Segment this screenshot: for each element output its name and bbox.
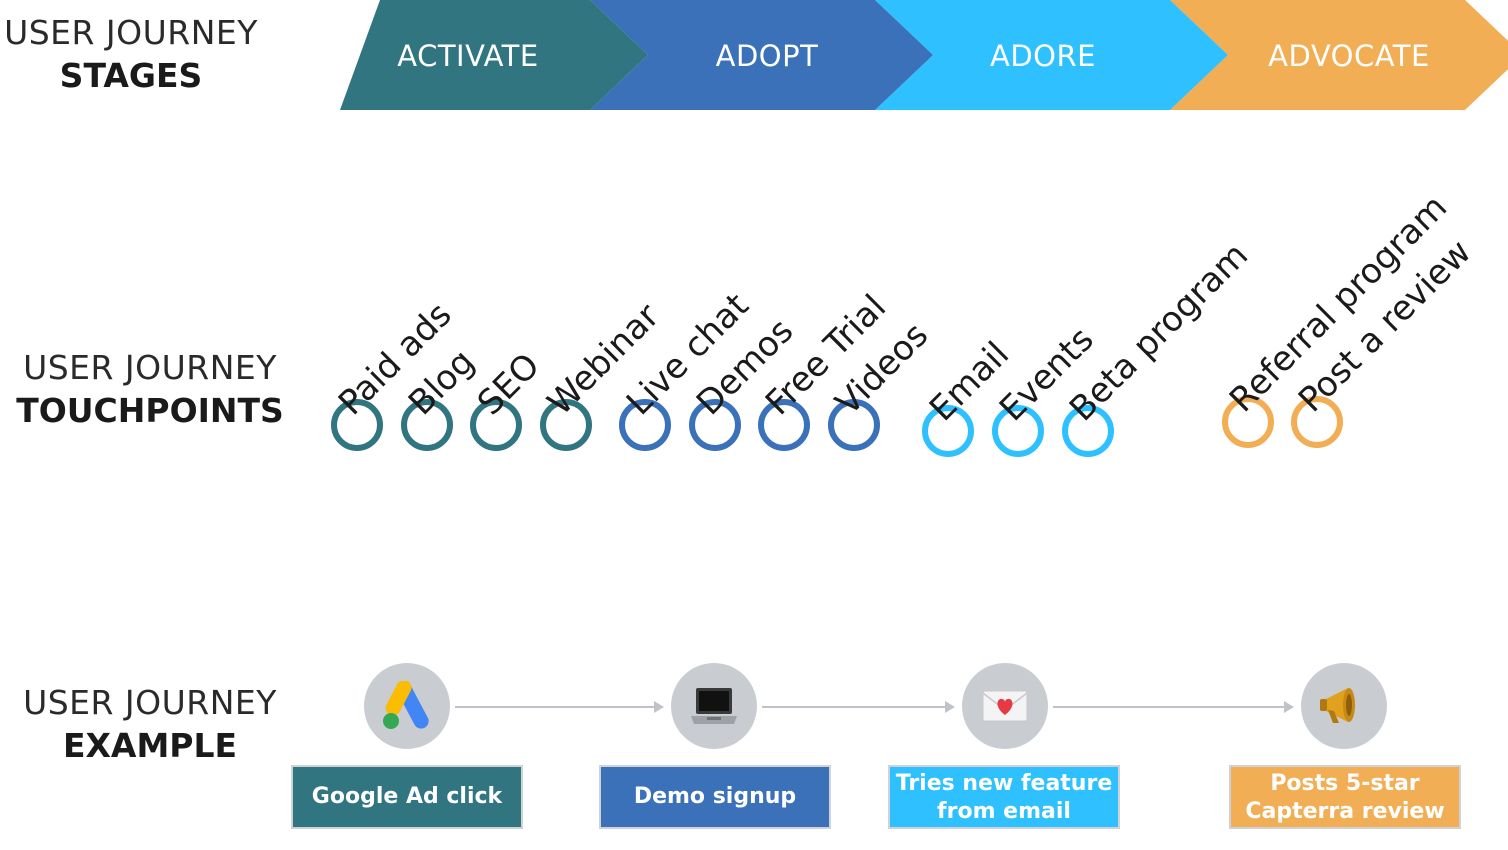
- stage-chevron-activate: [340, 0, 648, 110]
- example-flow-arrow: [1053, 701, 1294, 713]
- touchpoint-circle: [689, 399, 741, 451]
- example-step-icon-circle: [1301, 663, 1387, 749]
- stages-row-label: USER JOURNEY STAGES: [0, 12, 262, 98]
- megaphone-icon: [1318, 683, 1370, 729]
- touchpoint-circle: [758, 399, 810, 451]
- touchpoint-circle: [1062, 405, 1114, 457]
- touchpoints-row-label-line1: USER JOURNEY: [23, 348, 277, 387]
- touchpoints-row-label-line2: TOUCHPOINTS: [16, 390, 284, 430]
- example-row-label: USER JOURNEY EXAMPLE: [14, 682, 286, 768]
- example-row-label-line2: EXAMPLE: [62, 725, 238, 765]
- example-step-icon-circle: [364, 663, 450, 749]
- touchpoint-circle: [922, 405, 974, 457]
- touchpoint-circle: [828, 399, 880, 451]
- touchpoint-circle: [331, 399, 383, 451]
- example-step-icon-circle: [962, 663, 1048, 749]
- stages-row-label-line2: STAGES: [59, 55, 203, 95]
- touchpoint-label: Beta program: [1062, 235, 1257, 430]
- touchpoint-circle: [992, 405, 1044, 457]
- google-ads-icon: [379, 681, 435, 731]
- stage-banner: ACTIVATE ADOPT ADORE ADVOCATE: [340, 0, 1508, 110]
- touchpoint-circle: [1291, 396, 1343, 448]
- stage-label-activate: ACTIVATE: [397, 39, 538, 73]
- example-step-text-line1: Tries new feature: [895, 771, 1113, 796]
- example-step-text-line2: Capterra review: [1245, 798, 1445, 824]
- stage-label-adopt: ADOPT: [716, 39, 819, 73]
- example-flow-arrow: [455, 701, 664, 713]
- touchpoint-circle: [401, 399, 453, 451]
- example-step-box: Google Ad click: [291, 765, 523, 829]
- example-flow-arrow: [762, 701, 955, 713]
- example-step-icon-circle: [671, 663, 757, 749]
- example-step-text-line2: from email: [937, 798, 1071, 824]
- stage-chevron-adore: [875, 0, 1228, 110]
- example-step-text-line1: Posts 5-star: [1270, 771, 1420, 796]
- example-step-text-line1: Demo signup: [633, 784, 797, 810]
- stage-chevron-adopt: [590, 0, 933, 110]
- love-letter-icon: [981, 688, 1029, 724]
- example-step-box: Demo signup: [599, 765, 831, 829]
- touchpoint-circle: [540, 399, 592, 451]
- touchpoints-row-label: USER JOURNEY TOUCHPOINTS: [14, 347, 286, 433]
- touchpoint-circle: [619, 399, 671, 451]
- stages-row-label-line1: USER JOURNEY: [4, 13, 258, 52]
- example-row-label-line1: USER JOURNEY: [23, 683, 277, 722]
- touchpoint-circle: [1222, 396, 1274, 448]
- example-step-text-line1: Google Ad click: [311, 784, 503, 810]
- stage-chevron-advocate: [1170, 0, 1508, 110]
- stage-label-advocate: ADVOCATE: [1268, 39, 1430, 73]
- laptop-icon: [689, 685, 739, 727]
- stage-label-adore: ADORE: [990, 39, 1096, 73]
- touchpoint-circle: [470, 399, 522, 451]
